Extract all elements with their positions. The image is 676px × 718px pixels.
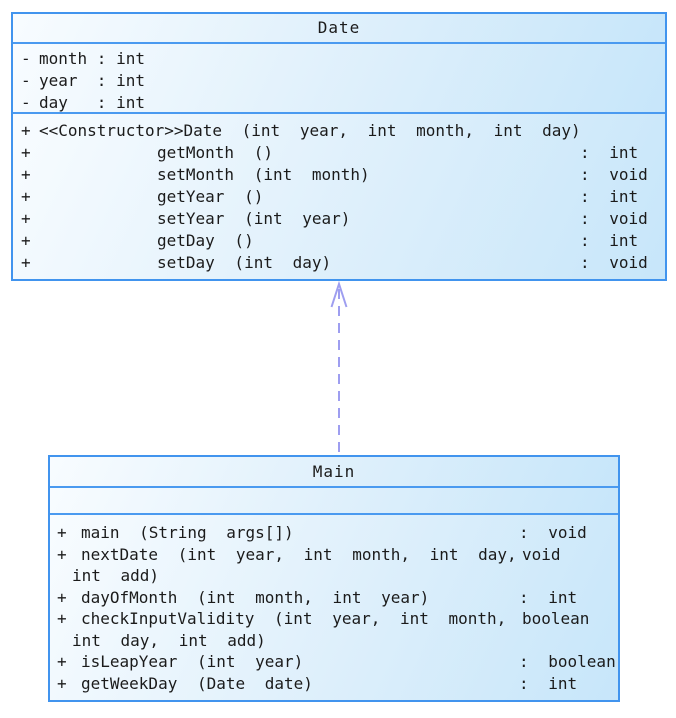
method-row: + setMonth (int month) : void bbox=[13, 164, 665, 186]
return-type: : int bbox=[519, 587, 578, 607]
arrow-head-icon bbox=[330, 280, 348, 308]
method-signature: getDay () bbox=[157, 231, 254, 250]
class-box-date[interactable]: Date -month : int-year : int-day : int +… bbox=[11, 12, 667, 281]
method-row: + checkInputValidity (int year, int month… bbox=[50, 608, 618, 651]
return-type: : boolean bbox=[519, 652, 616, 671]
method-signature: getWeekDay (Date date) bbox=[81, 673, 313, 693]
visibility-marker: + bbox=[57, 587, 67, 607]
method-row: + main (String args[]) : void bbox=[50, 522, 618, 544]
method-signature: nextDate (int year, int month, int day, bbox=[81, 544, 517, 564]
visibility-marker: + bbox=[21, 187, 31, 206]
method-row: + isLeapYear (int year) : boolean bbox=[50, 651, 618, 673]
method-signature: isLeapYear (int year) bbox=[81, 652, 304, 671]
return-type: : void bbox=[580, 165, 648, 184]
return-type: : int bbox=[519, 673, 578, 693]
class-title-date: Date bbox=[13, 14, 665, 44]
method-row: + setYear (int year) : void bbox=[13, 208, 665, 230]
methods-compartment-date: + <<Constructor>>Date (int year, int mont… bbox=[13, 114, 665, 279]
methods-compartment-main: + main (String args[]) : void + nextDate (in… bbox=[50, 515, 618, 700]
return-type: : void bbox=[519, 523, 587, 542]
method-row: + dayOfMonth (int month, int year) : int bbox=[50, 587, 618, 609]
return-type: : int bbox=[580, 231, 639, 250]
visibility-marker: - bbox=[21, 71, 31, 90]
method-row: + getMonth () : int bbox=[13, 142, 665, 164]
attribute-row: -day : int bbox=[13, 92, 665, 112]
return-type: boolean bbox=[522, 609, 590, 628]
return-type: : void bbox=[580, 209, 648, 228]
attribute-row: -month : int bbox=[13, 48, 665, 70]
visibility-marker: + bbox=[57, 652, 67, 671]
method-signature: dayOfMonth (int month, int year) bbox=[81, 587, 430, 607]
visibility-marker: + bbox=[57, 523, 67, 542]
attribute-text: year : int bbox=[39, 71, 145, 90]
method-signature: setMonth (int month) bbox=[157, 165, 370, 184]
visibility-marker: + bbox=[57, 609, 67, 628]
method-signature: getMonth () bbox=[157, 143, 273, 162]
attributes-compartment-main bbox=[50, 488, 618, 515]
return-type: : void bbox=[580, 253, 648, 272]
method-row: + <<Constructor>>Date (int year, int mont… bbox=[13, 120, 665, 142]
visibility-marker: + bbox=[21, 121, 31, 140]
return-type: : int bbox=[580, 143, 639, 162]
signature-wrapped-line: int add) bbox=[72, 566, 160, 585]
attributes-compartment-date: -month : int-year : int-day : int bbox=[13, 44, 665, 114]
attribute-row: -year : int bbox=[13, 70, 665, 92]
method-signature: main (String args[]) bbox=[81, 523, 294, 542]
method-row: + getDay () : int bbox=[13, 230, 665, 252]
attribute-text: month : int bbox=[39, 49, 145, 68]
visibility-marker: - bbox=[21, 49, 31, 68]
method-signature: setYear (int year) bbox=[157, 209, 351, 228]
constructor-signature: <<Constructor>>Date (int year, int month… bbox=[39, 121, 581, 140]
return-type: : int bbox=[580, 187, 639, 206]
visibility-marker: + bbox=[21, 165, 31, 184]
visibility-marker: + bbox=[21, 209, 31, 228]
method-row: + getWeekDay (Date date) : int bbox=[50, 673, 618, 695]
class-box-main[interactable]: Main + main (String args[]) : void + nextDat… bbox=[48, 455, 620, 702]
method-row: + getYear () : int bbox=[13, 186, 665, 208]
method-row: + setDay (int day) : void bbox=[13, 252, 665, 274]
return-type: void bbox=[522, 544, 561, 564]
visibility-marker: + bbox=[57, 544, 67, 564]
attribute-text: day : int bbox=[39, 93, 145, 112]
method-signature: getYear () bbox=[157, 187, 264, 206]
visibility-marker: + bbox=[57, 673, 67, 693]
method-signature: checkInputValidity (int year, int month, bbox=[81, 609, 507, 628]
method-row: + nextDate (int year, int month, int day,… bbox=[50, 544, 618, 587]
class-title-main: Main bbox=[50, 457, 618, 488]
visibility-marker: + bbox=[21, 231, 31, 250]
visibility-marker: - bbox=[21, 93, 31, 112]
method-signature: setDay (int day) bbox=[157, 253, 332, 272]
visibility-marker: + bbox=[21, 143, 31, 162]
visibility-marker: + bbox=[21, 253, 31, 272]
signature-wrapped-line: int day, int add) bbox=[72, 630, 266, 650]
